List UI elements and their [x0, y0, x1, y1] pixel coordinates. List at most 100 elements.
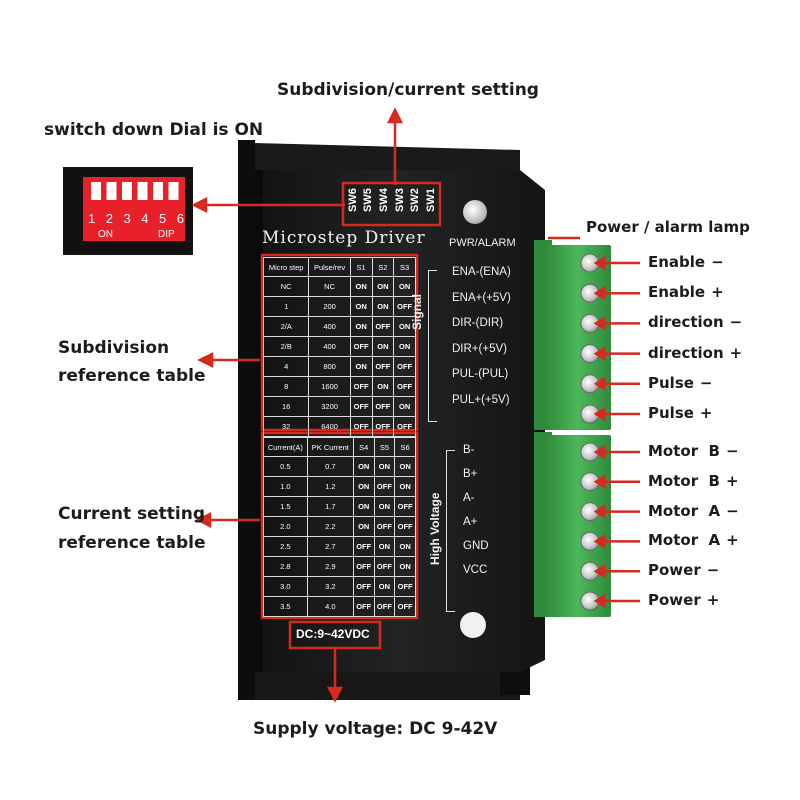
pin-label: Pulse+ [648, 404, 713, 422]
pin-label: Motor A− [648, 502, 739, 520]
table-cell: ON [394, 556, 416, 577]
power-pin-label: VCC [463, 564, 488, 576]
pwr-alarm-label: PWR/ALARM [449, 237, 516, 249]
signal-label: Signal [410, 293, 424, 330]
sub-header: S3 [393, 257, 416, 277]
table-cell: ON [352, 496, 375, 517]
terminal-screw [580, 313, 600, 333]
table-cell: ON [373, 576, 396, 597]
callout-supply-voltage: Supply voltage: DC 9-42V [253, 719, 498, 739]
table-cell: ON [352, 456, 375, 477]
signal-pin-label: DIR+(+5V) [452, 342, 507, 355]
pin-label: Pulse− [648, 374, 713, 392]
supply-badge: DC:9~42VDC [296, 627, 370, 641]
power-pin-label: A- [463, 492, 475, 504]
cur-header: Current(A) [263, 437, 308, 457]
pin-label-sign: − [699, 373, 713, 392]
dip-number: 2 [105, 211, 113, 226]
dip-key [153, 182, 163, 200]
driver-title: Microstep Driver [262, 228, 426, 248]
terminal-block-signal [534, 240, 611, 430]
signal-pin-label: DIR-(DIR) [452, 317, 504, 329]
pin-label-sign: − [711, 253, 724, 271]
power-pin-label: B+ [463, 468, 478, 480]
sub-header: S2 [371, 257, 395, 277]
high-voltage-bracket [446, 450, 455, 612]
table-cell: OFF [352, 556, 375, 577]
table-cell: 1.0 [263, 476, 308, 497]
terminal-screw [580, 253, 600, 273]
callout-current-table-2: reference table [58, 533, 206, 553]
pin-label-name: Motor B [648, 442, 720, 460]
table-cell: 3.5 [263, 596, 308, 617]
sub-header: Pulse/rev [308, 257, 351, 277]
table-cell: 2.0 [263, 516, 308, 537]
table-cell: OFF [373, 516, 396, 537]
table-cell: ON [349, 356, 373, 377]
cur-header: S4 [352, 437, 375, 457]
table-cell: 1.2 [306, 476, 354, 497]
terminal-screw [580, 561, 600, 581]
terminal-screw [580, 283, 600, 303]
table-cell: OFF [373, 476, 396, 497]
table-cell: 4 [262, 356, 310, 377]
table-cell: OFF [373, 596, 396, 617]
pin-label: Power+ [648, 591, 719, 609]
table-cell: OFF [393, 376, 416, 397]
table-cell: OFF [352, 596, 375, 617]
table-cell: OFF [349, 416, 373, 437]
table-cell: ON [373, 536, 396, 557]
dip-switch-inset [63, 167, 193, 255]
pin-label: Enable− [648, 253, 724, 271]
callout-switch-down: switch down Dial is ON [44, 120, 264, 140]
pin-label-name: Power [648, 591, 701, 609]
table-cell: OFF [393, 356, 416, 377]
table-cell: OFF [349, 376, 373, 397]
table-cell: 0.5 [263, 456, 308, 477]
table-cell: OFF [371, 316, 395, 337]
pin-label-sign: + [726, 531, 739, 550]
dip-number: 6 [176, 211, 184, 226]
table-cell: 3.2 [306, 576, 354, 597]
pin-label-sign: + [711, 283, 724, 302]
table-cell: 8 [262, 376, 310, 397]
switch-label-sw2: SW2 [409, 188, 422, 212]
pin-label-name: Pulse [648, 404, 694, 422]
signal-pin-label: ENA+(+5V) [452, 291, 511, 304]
table-cell: ON [373, 496, 396, 517]
signal-pin-label: ENA-(ENA) [452, 266, 511, 278]
power-pin-label: GND [463, 540, 489, 552]
pin-label: direction+ [648, 344, 742, 362]
table-cell: 1 [262, 296, 310, 317]
table-cell: 1.7 [306, 496, 354, 517]
cur-header: S6 [394, 437, 416, 457]
table-cell: 800 [308, 356, 351, 377]
callout-subdivision-table-2: reference table [58, 366, 206, 386]
table-cell: NC [308, 276, 351, 297]
table-cell: 0.7 [306, 456, 354, 477]
pwr-alarm-led [463, 200, 487, 224]
signal-pin-labels: ENA-(ENA)ENA+(+5V)DIR-(DIR)DIR+(+5V)PUL-… [452, 262, 532, 415]
pin-label-name: Power [648, 561, 701, 580]
pin-label: Power− [648, 561, 719, 579]
table-cell: 400 [308, 316, 351, 337]
pin-label: Motor A+ [648, 531, 739, 549]
pin-label-sign: − [706, 561, 720, 580]
table-cell: ON [349, 296, 373, 317]
table-cell: 2.7 [306, 536, 354, 557]
table-cell: 16 [262, 396, 310, 417]
dip-number: 5 [159, 211, 167, 226]
signal-pin-label: PUL+(+5V) [452, 393, 510, 406]
pin-label: Motor B+ [648, 472, 739, 490]
table-cell: OFF [349, 336, 373, 357]
pin-label-name: Motor A [648, 501, 721, 520]
